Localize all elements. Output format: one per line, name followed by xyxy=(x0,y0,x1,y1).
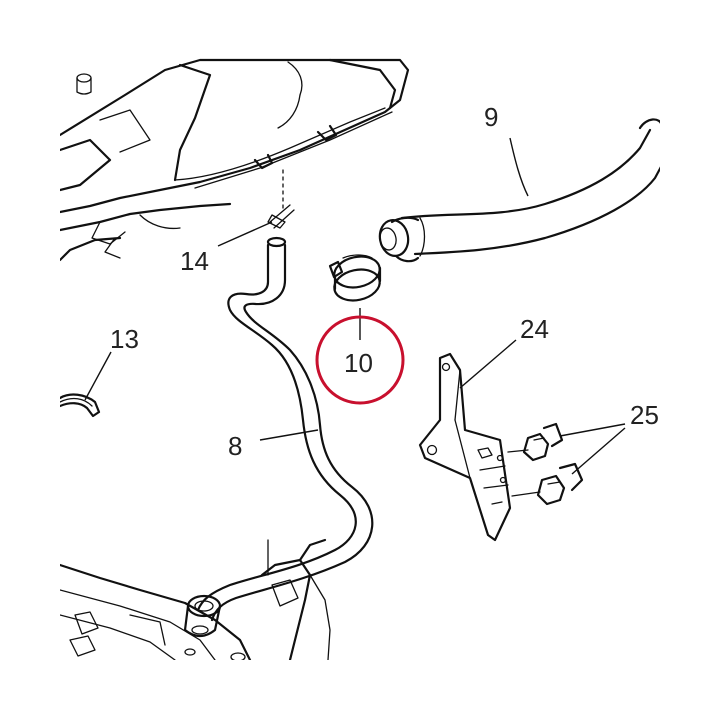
engine-mount-area xyxy=(60,538,331,660)
hose-9 xyxy=(378,118,660,263)
callout-10: 10 xyxy=(344,348,373,378)
callout-24: 24 xyxy=(520,314,549,344)
highlight-ring xyxy=(315,315,405,405)
clip-13 xyxy=(60,393,101,418)
leader-lines xyxy=(84,137,626,475)
hose-8 xyxy=(183,236,374,638)
callout-13: 13 xyxy=(110,324,139,354)
callout-14: 14 xyxy=(180,246,209,276)
chassis-frame-rail xyxy=(60,58,410,262)
bracket-24 xyxy=(418,352,512,542)
callout-9: 9 xyxy=(484,102,498,132)
retaining-clips-25 xyxy=(507,422,584,506)
callout-8: 8 xyxy=(228,431,242,461)
callout-25: 25 xyxy=(630,400,659,430)
hose-clip-14 xyxy=(267,169,295,229)
clip-25-lower xyxy=(511,462,584,506)
clip-25-upper xyxy=(507,422,564,462)
bolt-icon xyxy=(76,73,92,95)
hose-clamp-10 xyxy=(328,254,382,302)
